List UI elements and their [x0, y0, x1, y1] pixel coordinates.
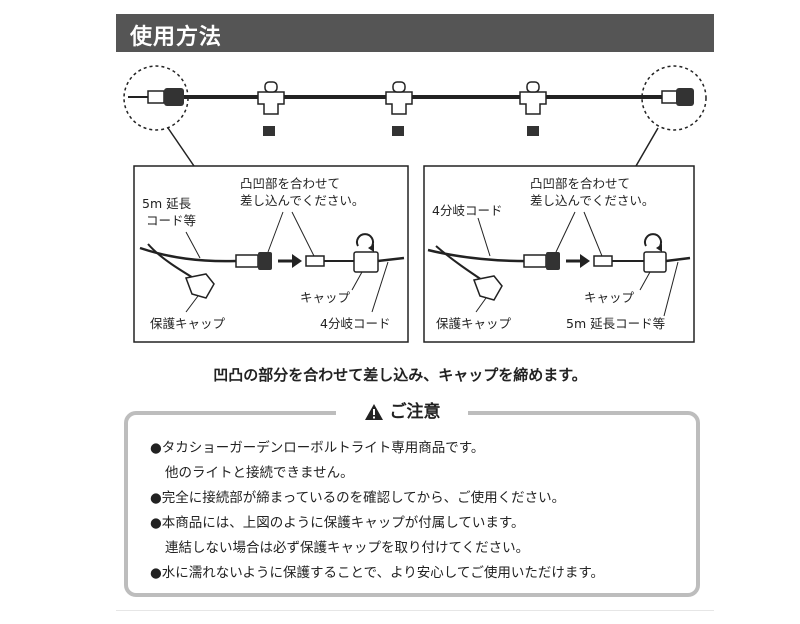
right-insert-label-line1: 凸凹部を合わせて	[530, 176, 631, 191]
branch-junction-icon	[385, 81, 413, 136]
branch-junction-icon	[519, 81, 547, 136]
right-cord-label: 4分岐コード	[432, 203, 503, 218]
right-detail-panel	[423, 165, 695, 343]
warning-triangle-icon	[364, 404, 383, 420]
caution-note: ●タカショーガーデンローボルトライト専用商品です。	[150, 440, 485, 456]
left-branch-cord-label: 4分岐コード	[320, 316, 391, 331]
left-insert-label-line2: 差し込んでください。	[240, 193, 365, 208]
left-insert-label-line1: 凸凹部を合わせて	[240, 176, 341, 191]
section-title: 使用方法	[130, 25, 223, 50]
caution-note: 他のライトと接続できません。	[165, 465, 354, 481]
caution-heading: ご注意	[336, 398, 468, 426]
usage-instruction: 凹凸の部分を合わせて差し込み、キャップを締めます。	[213, 366, 587, 384]
right-cap-label: キャップ	[584, 290, 635, 305]
right-end-connector-icon	[661, 88, 694, 106]
connection-diagram	[123, 65, 707, 343]
caution-note: 連結しない場合は必ず保護キャップを取り付けてください。	[165, 540, 530, 556]
right-extension-cord-label: 5m 延長コード等	[566, 316, 666, 331]
right-insert-label-line2: 差し込んでください。	[530, 193, 655, 208]
section-header: 使用方法	[116, 14, 714, 52]
left-detail-panel	[133, 165, 409, 343]
caution-note: ●本商品には、上図のように保護キャップが付属しています。	[150, 515, 525, 531]
top-cable-assembly	[123, 65, 707, 167]
bottom-divider	[116, 610, 714, 611]
caution-note: ●完全に接続部が締まっているのを確認してから、ご使用ください。	[150, 490, 566, 506]
left-protect-cap-label: 保護キャップ	[150, 316, 226, 331]
left-end-connector-icon	[128, 88, 184, 106]
branch-junction-icon	[257, 81, 285, 136]
left-cap-label: キャップ	[300, 290, 351, 305]
caution-note: ●水に濡れないように保護することで、より安心してご使用いただけます。	[150, 565, 605, 581]
left-cord-label-line1: 5m 延長	[142, 196, 192, 211]
right-protect-cap-label: 保護キャップ	[436, 316, 512, 331]
caution-title: ご注意	[389, 402, 441, 422]
left-cord-label-line2: コード等	[146, 213, 197, 228]
